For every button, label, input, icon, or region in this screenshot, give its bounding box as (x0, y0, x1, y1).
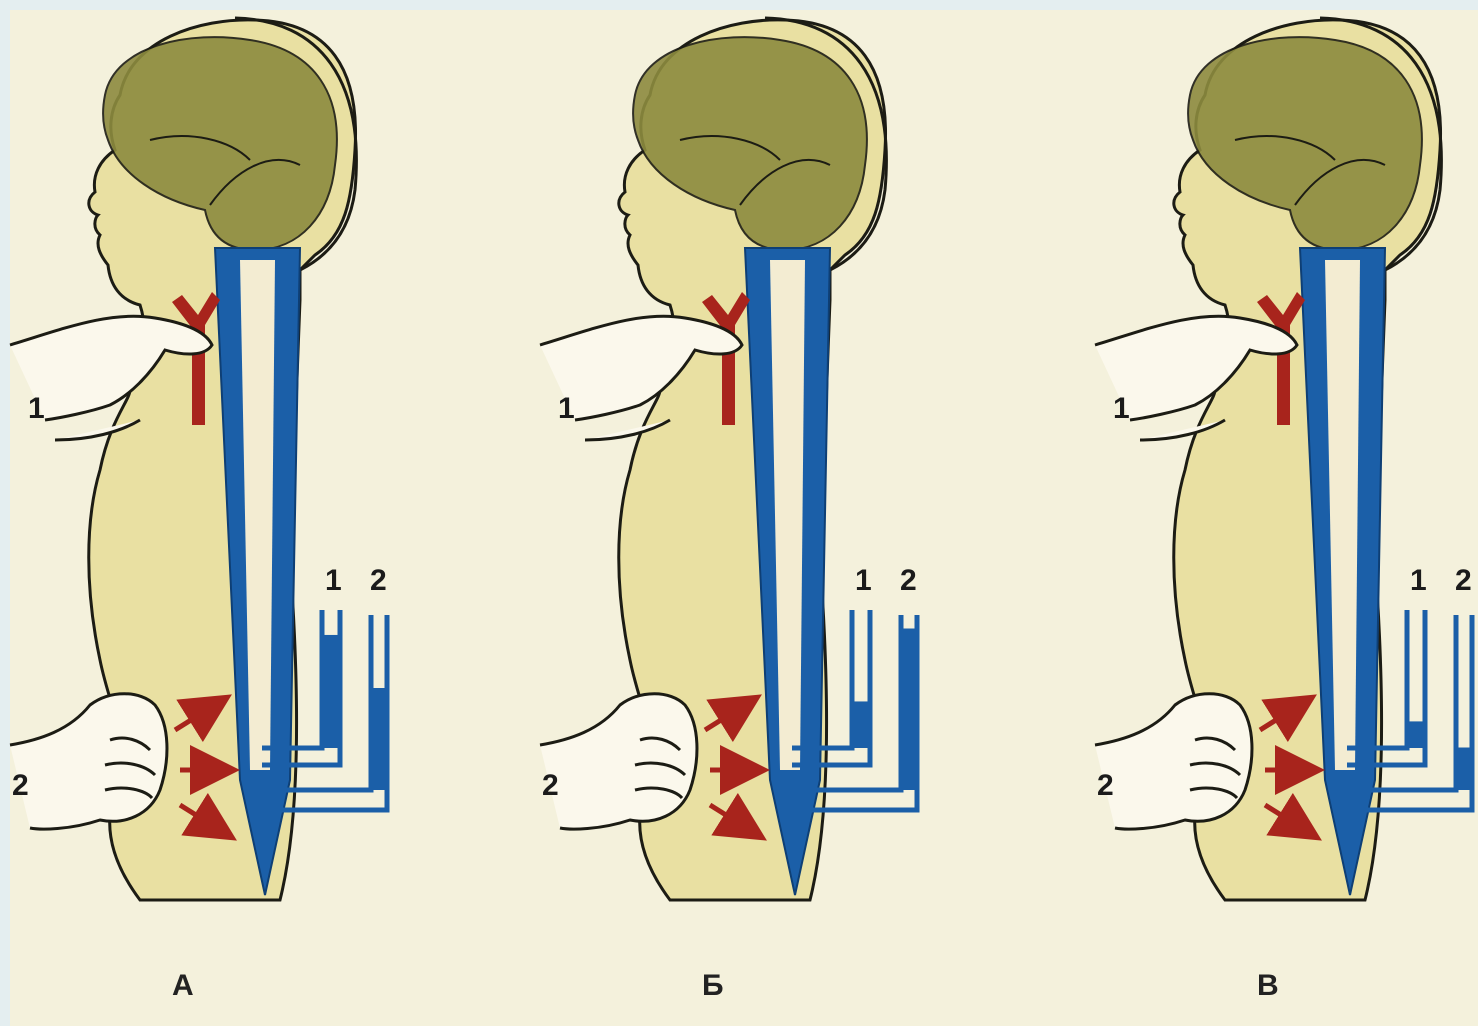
tube-2-label: 2 (1455, 564, 1472, 597)
panel-letter: В (1257, 969, 1279, 1002)
hand-icon (10, 694, 167, 829)
hand-1-label: 1 (28, 392, 45, 425)
hand-1-label: 1 (558, 392, 575, 425)
hand-icon (1095, 694, 1252, 829)
tube-1-fluid (323, 635, 339, 748)
tube-1-label: 1 (855, 564, 872, 597)
hand-1-label: 1 (1113, 392, 1130, 425)
tube-2-fluid (1457, 748, 1471, 791)
panel-letter: А (172, 969, 194, 1002)
tube-1-fluid (853, 701, 869, 748)
hand-2-label: 2 (542, 769, 559, 802)
hand-2-label: 2 (12, 769, 29, 802)
tube-2-fluid (902, 629, 916, 791)
tube-2-label: 2 (370, 564, 387, 597)
tube-2-label: 2 (900, 564, 917, 597)
tube-2-fluid (372, 688, 386, 790)
panel-letter: Б (702, 969, 724, 1002)
tube-1-label: 1 (1410, 564, 1427, 597)
tube-1-label: 1 (325, 564, 342, 597)
tube-1-fluid (1408, 721, 1424, 748)
hand-2-label: 2 (1097, 769, 1114, 802)
hand-icon (540, 694, 697, 829)
